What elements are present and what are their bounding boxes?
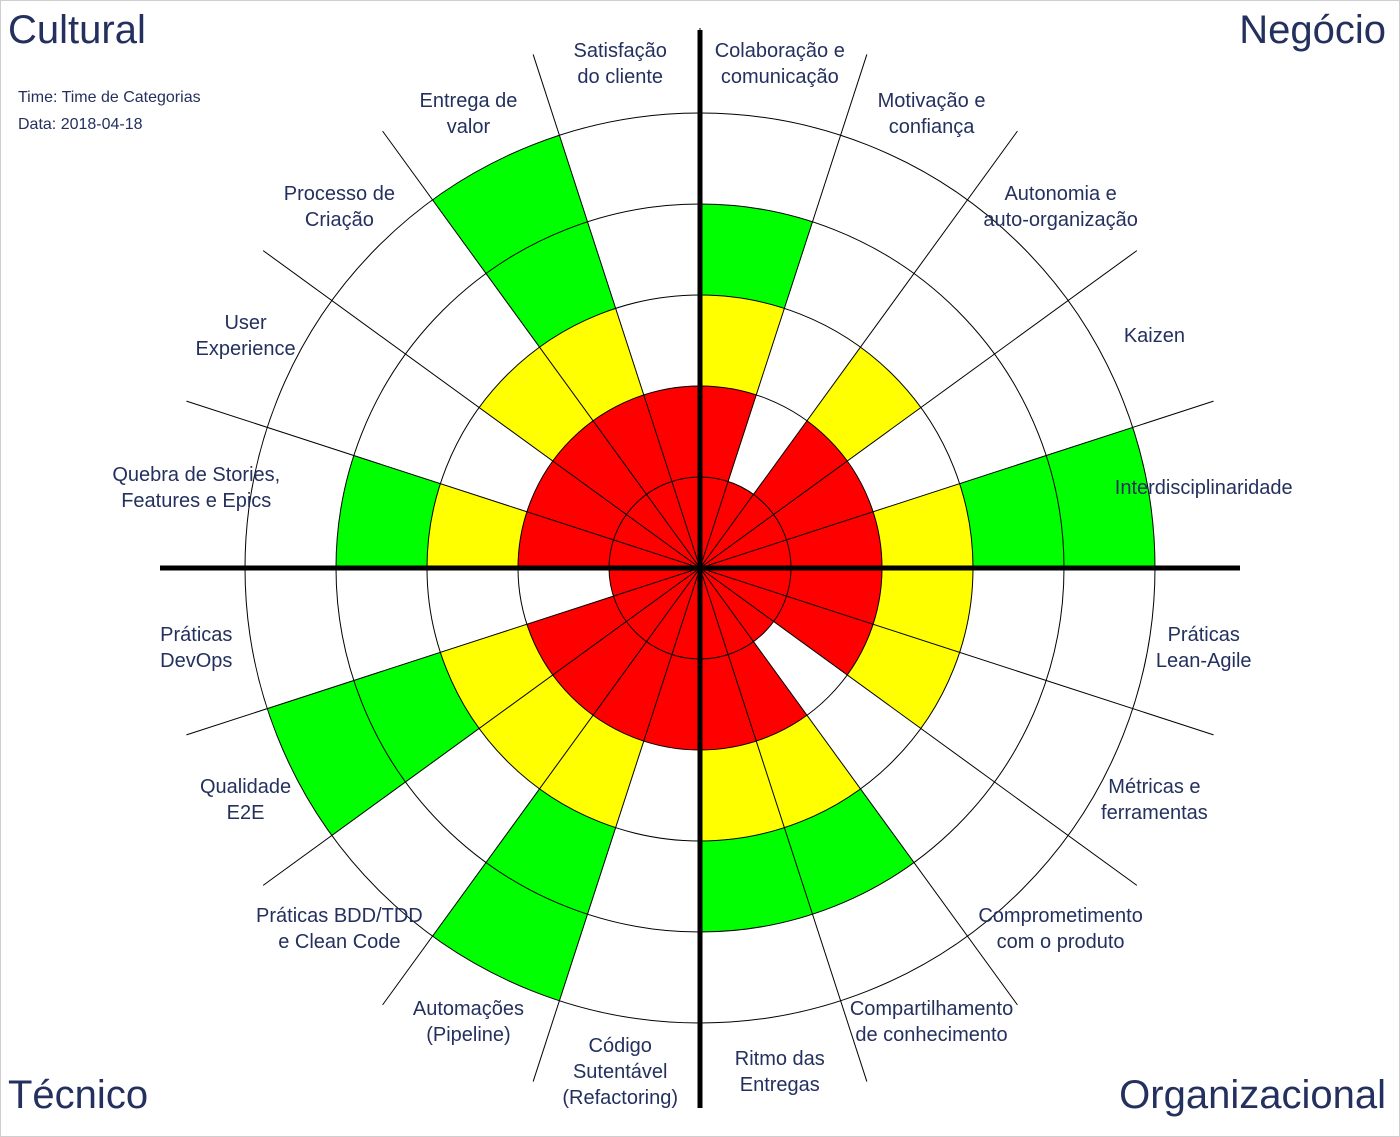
spoke-18	[262, 250, 701, 569]
category-label-16: Quebra de Stories, Features e Epics	[76, 462, 316, 514]
category-label-line: Criação	[304, 209, 374, 232]
quadrant-label-organizacional: Organizacional	[1119, 1073, 1386, 1117]
category-label-line: confiança	[888, 115, 975, 138]
sector-17-level-1	[613, 514, 700, 568]
team-name: Time: Time de Categorias	[18, 89, 201, 106]
assessment-date: Data: 2018-04-18	[18, 116, 143, 133]
category-label-1: Colaboração e comunicação	[660, 38, 900, 90]
category-label-line: Ritmo das	[734, 1047, 825, 1070]
category-label-line: Autonomia e	[1004, 183, 1117, 206]
category-label-line: Processo de	[283, 183, 395, 206]
category-label-line: de conhecimento	[855, 1024, 1008, 1047]
category-label-line: Quebra de Stories,	[112, 464, 281, 487]
category-label-line: E2E	[226, 801, 265, 824]
category-label-line: Lean-Agile	[1155, 649, 1252, 672]
category-label-line: Sutentável	[572, 1060, 668, 1083]
category-label-line: (Pipeline)	[426, 1024, 511, 1047]
sector-4-level-1	[700, 514, 787, 568]
category-label-line: Código	[588, 1034, 652, 1057]
category-label-line: Compartilhamento	[849, 998, 1014, 1021]
sector-19-level-1	[646, 481, 700, 568]
quadrant-label-tecnico: Técnico	[8, 1073, 149, 1117]
category-label-line: Motivação e	[877, 89, 986, 112]
spoke-14	[262, 567, 701, 886]
spoke-5	[699, 400, 1214, 569]
category-label-line: Qualidade	[199, 775, 292, 798]
category-label-line: Comprometimento	[978, 904, 1143, 927]
sector-14-level-1	[613, 568, 700, 622]
category-label-line: Experience	[195, 338, 296, 361]
sector-12-level-1	[646, 568, 700, 655]
category-label-12: Automações (Pipeline)	[348, 996, 588, 1048]
category-label-2: Motivação e confiança	[812, 88, 1052, 140]
category-label-19: Entrega de valor	[348, 88, 588, 140]
category-label-4: Kaizen	[1034, 323, 1274, 349]
quadrant-label-negocio: Negócio	[1239, 8, 1386, 52]
spoke-8	[699, 567, 1138, 886]
spoke-9	[699, 567, 1018, 1006]
category-label-line: Colaboração e	[714, 40, 845, 63]
spoke-7	[699, 567, 1214, 736]
sector-3-level-1	[700, 494, 774, 568]
category-label-line: Métricas e	[1108, 775, 1201, 798]
category-label-line: Kaizen	[1123, 325, 1185, 348]
sector-18-level-1	[626, 494, 700, 568]
category-label-line: do cliente	[577, 66, 664, 89]
category-label-line: comunicação	[720, 66, 839, 89]
category-label-line: (Refactoring)	[562, 1086, 678, 1109]
spoke-19	[382, 130, 701, 569]
category-label-line: com o produto	[996, 930, 1125, 953]
spoke-17	[186, 400, 701, 569]
category-label-line: Satisfação	[573, 40, 667, 63]
category-label-20: Satisfação do cliente	[500, 38, 740, 90]
category-label-line: Entrega de	[419, 89, 518, 112]
spoke-2	[699, 54, 868, 569]
category-label-5: Interdisciplinaridade	[1084, 475, 1324, 501]
sector-13-level-1	[626, 568, 700, 642]
spoke-15	[186, 567, 701, 736]
category-label-9: Compartilhamento de conhecimento	[812, 996, 1052, 1048]
sector-2-level-1	[700, 481, 754, 568]
category-label-line: Automações	[412, 998, 525, 1021]
spoke-20	[532, 54, 701, 569]
category-label-7: Métricas e ferramentas	[1034, 774, 1274, 826]
category-label-line: valor	[446, 115, 491, 138]
category-label-line: Práticas	[1167, 623, 1240, 646]
category-label-8: Comprometimento com o produto	[941, 903, 1181, 955]
category-label-13: Práticas BDD/TDD e Clean Code	[219, 903, 459, 955]
category-label-line: User	[224, 312, 267, 335]
category-label-line: Práticas BDD/TDD	[256, 904, 423, 927]
quadrant-label-cultural: Cultural	[8, 8, 146, 52]
spoke-3	[699, 130, 1018, 569]
spoke-4	[699, 250, 1138, 569]
spoke-13	[382, 567, 701, 1006]
category-label-line: e Clean Code	[278, 930, 401, 953]
category-label-line: ferramentas	[1101, 801, 1208, 824]
category-label-line: Práticas	[160, 623, 233, 646]
spoke-10	[699, 567, 868, 1082]
category-label-line: DevOps	[160, 649, 233, 672]
category-label-line: Features e Epics	[121, 490, 272, 513]
category-label-line: Entregas	[739, 1073, 820, 1096]
category-label-line: auto-organização	[983, 209, 1138, 232]
sector-7-level-1	[700, 568, 787, 622]
category-label-18: Processo de Criação	[219, 181, 459, 233]
sector-9-level-1	[700, 568, 754, 655]
sector-8-level-1	[700, 568, 774, 642]
category-label-3: Autonomia e auto-organização	[941, 181, 1181, 233]
category-label-line: Interdisciplinaridade	[1114, 477, 1293, 500]
spoke-12	[532, 567, 701, 1082]
